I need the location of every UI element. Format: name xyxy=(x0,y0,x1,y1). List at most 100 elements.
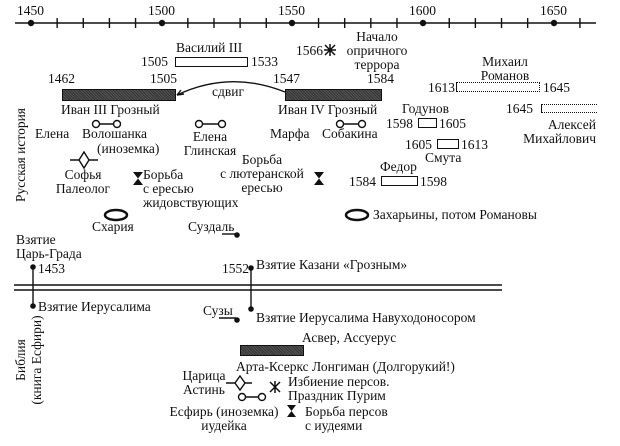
text-line: Царица xyxy=(182,368,226,383)
section-label-bible-sub: (книга Есфири) xyxy=(29,315,44,405)
year-label: 1584 xyxy=(349,174,376,189)
asterisk-icons xyxy=(269,44,336,393)
text-line: с иудеями xyxy=(305,418,363,433)
text-line: с лютеранской xyxy=(220,166,304,181)
year-label: 1505 xyxy=(150,71,177,86)
year-label: 1533 xyxy=(251,54,278,69)
text-line: Алексей xyxy=(547,117,596,132)
inozemka-label: (иноземка) xyxy=(97,141,160,156)
year-label: 1453 xyxy=(38,261,65,276)
text-line: Астинь xyxy=(183,382,225,397)
elena-label: Елена xyxy=(35,126,70,141)
year-label: 1650 xyxy=(540,3,567,18)
event-dot xyxy=(234,317,240,323)
text-line: Начало xyxy=(356,29,398,44)
year-label: 1500 xyxy=(148,3,175,18)
year-label: 1547 xyxy=(273,71,300,86)
year-label: 1550 xyxy=(278,3,305,18)
text-line: Палеолог xyxy=(55,181,111,196)
text-line: Борьба персов xyxy=(305,404,388,419)
text-line: террора xyxy=(354,57,400,72)
year-label: 1462 xyxy=(48,71,75,86)
reign-bar-mikhail xyxy=(456,82,540,92)
text-line: Взятие xyxy=(16,232,56,247)
reign-bar-fedor xyxy=(381,176,418,186)
year-dot xyxy=(550,19,558,27)
voloshanka-label: Волошанка xyxy=(82,126,148,141)
event-dot xyxy=(234,232,240,238)
reign-bar-godunov xyxy=(418,118,437,128)
smuta-name: Смута xyxy=(425,150,462,165)
year-label: 1584 xyxy=(367,71,394,86)
godunov-name: Годунов xyxy=(402,101,449,116)
year-dot xyxy=(158,19,166,27)
suzdal-label: Суздаль xyxy=(188,219,235,234)
event-dot xyxy=(248,306,254,312)
section-label-bible: Библия xyxy=(13,339,28,381)
text-line: ересью xyxy=(241,180,283,195)
diamond-icons xyxy=(70,150,252,392)
text-line: Борьба xyxy=(241,152,283,167)
year-label: 1645 xyxy=(543,80,570,95)
shift-arrow xyxy=(176,81,286,96)
text-line: Глинская xyxy=(183,143,237,158)
year-dot xyxy=(288,19,296,27)
year-label: 1566 xyxy=(296,43,323,58)
sobakina-label: Собакина xyxy=(322,126,378,141)
year-dot xyxy=(27,19,35,27)
text-line: Праздник Пурим xyxy=(288,388,386,403)
text-line: Царь-Града xyxy=(16,246,82,261)
text-line: Романов xyxy=(480,68,530,83)
year-label: 1613 xyxy=(461,137,488,152)
year-label: 1598 xyxy=(420,174,447,189)
shift-label: сдвиг xyxy=(212,84,244,99)
reign-bar-vasily xyxy=(175,57,248,67)
jerusalem-label: Взятие Иерусалима xyxy=(38,299,151,314)
text-line: Софья xyxy=(64,167,102,182)
year-label: 1505 xyxy=(141,54,168,69)
hourglass-icons xyxy=(133,172,324,417)
year-label: 1598 xyxy=(386,116,413,131)
fedor-name: Федор xyxy=(380,159,417,174)
text-line: иудейка xyxy=(201,418,247,433)
year-label: 1450 xyxy=(17,3,44,18)
year-label: 1605 xyxy=(439,116,466,131)
nebuchadnezzar-label: Взятие Иерусалима Навуходоносором xyxy=(256,310,476,325)
ivan4-name: Иван IV Грозный xyxy=(278,102,378,117)
arrow-head xyxy=(176,89,185,96)
text-line: Михаил xyxy=(482,54,528,69)
ivan3-name: Иван III Грозный xyxy=(61,102,160,117)
year-label: 1613 xyxy=(428,80,455,95)
vasily-name: Василий III xyxy=(176,40,243,55)
reign-bar-alexey xyxy=(541,104,597,113)
oval-icons xyxy=(103,208,370,222)
axis-ticks xyxy=(56,18,581,28)
artaxerxes-label: Арта-Ксеркс Лонгиман (Долгорукий!) xyxy=(236,359,455,374)
text-line: жидовствующих xyxy=(143,195,239,210)
text-line: Избиение персов. xyxy=(288,374,390,389)
text-line: с ересью xyxy=(143,181,194,196)
event-dot xyxy=(248,265,254,271)
esther-label: Есфирь (иноземка)иудейка xyxy=(168,405,280,433)
asver-label: Асвер, Ассуерус xyxy=(302,330,397,345)
kazan-label: Взятие Казани «Грозным» xyxy=(256,257,408,272)
text-line: опричного xyxy=(346,43,408,58)
event-dot xyxy=(30,303,36,309)
skhariya-label: Схария xyxy=(92,219,134,234)
reign-bar-ivan4 xyxy=(285,89,382,101)
section-label-russian: Русская история xyxy=(13,107,28,203)
year-label: 1600 xyxy=(409,3,436,18)
purim-label: Избиение персов.Праздник Пурим xyxy=(288,375,389,403)
susa-label: Сузы xyxy=(203,303,233,318)
marfa-label: Марфа xyxy=(270,126,310,141)
period-bar-smuta xyxy=(437,139,459,149)
